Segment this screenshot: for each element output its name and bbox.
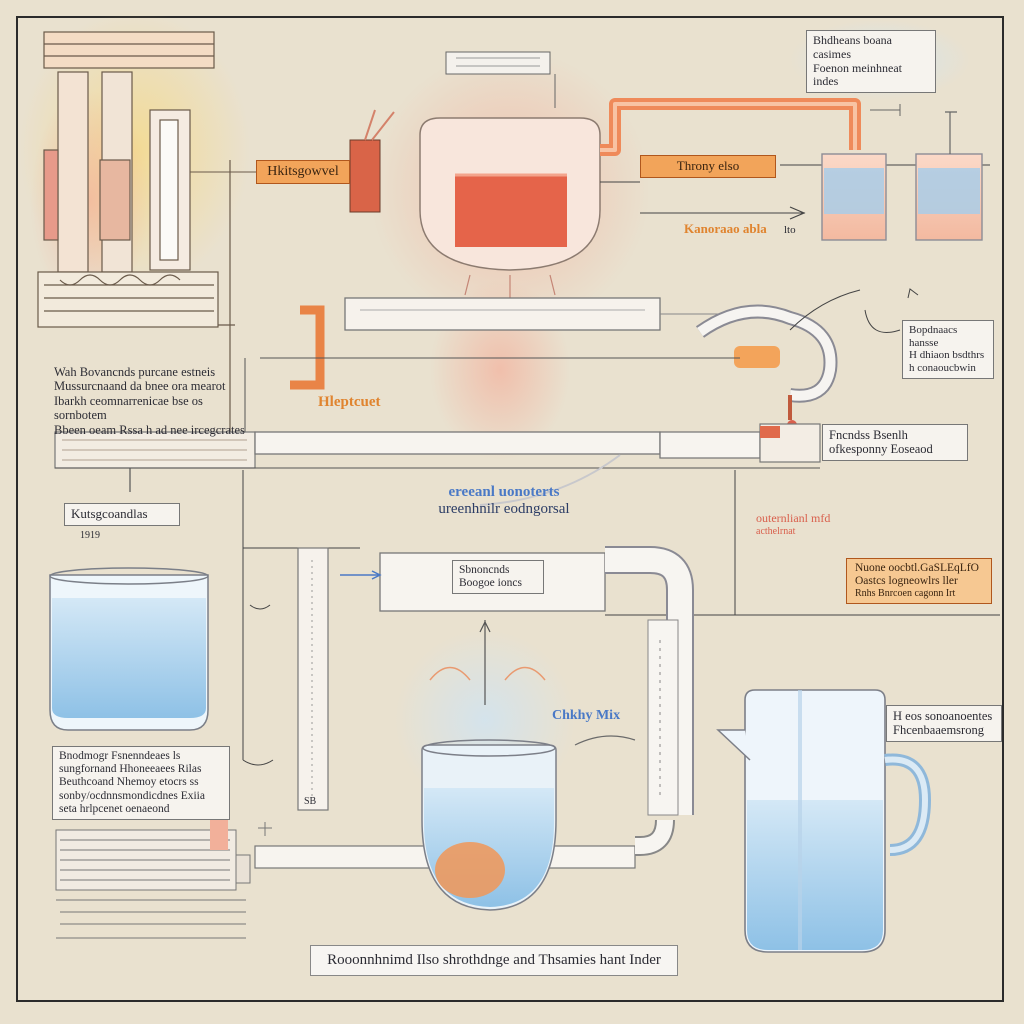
top-right-note-line: Bhdheans boana casimes <box>813 33 892 61</box>
main-transfer-pipe <box>54 423 821 506</box>
top-right-note: Bhdheans boana casimes Foenon meinhneat … <box>806 30 936 94</box>
center-blue-label: ereeanl uonoterts ureenhnilr eodngorsal <box>404 484 604 519</box>
collection-bowl <box>421 666 636 911</box>
beaker-pair <box>821 104 983 241</box>
right-mid-box: Bopdnaacs hansse H dhiaon bsdthrs h cona… <box>902 320 994 379</box>
red-note-line: outernlianl mfd <box>756 511 831 525</box>
water-jug <box>716 689 932 953</box>
right-bottom-box-line: Fhcenbaaemsrong <box>893 723 984 738</box>
tube-mark: SB <box>304 796 317 807</box>
red-note: outernlianl mfd acthelrnat <box>756 511 876 537</box>
vessel-tag: Throny elso <box>640 155 776 178</box>
control-panel-device <box>55 800 272 939</box>
heater-machine <box>37 31 235 450</box>
top-right-note-line: Foenon meinhneat indes <box>813 60 902 89</box>
right-orange-box: Nuone oocbtl.GaSLEqLfO Oastcs logneowlrs… <box>846 558 992 604</box>
orange-drain-pipe <box>290 305 325 390</box>
left-description-line: Wah Bovancnds purcane estneis <box>54 365 216 379</box>
right-bottom-box: H eos sonoanoentes Fhcenbaaemsrong <box>886 705 1002 742</box>
right-mid-box-line: h conaoucbwin <box>909 361 976 374</box>
reaction-vessel <box>349 51 601 300</box>
center-blue-label-line: ureenhnilr eodngorsal <box>438 501 570 518</box>
left-description: Wah Bovancnds purcane estneis Mussurcnaa… <box>54 365 254 437</box>
left-description-line: Mussurcnaand da bnee ora mearot <box>54 379 226 394</box>
pipe-tag-right-line: ofkesponny Eoseaod <box>829 442 933 457</box>
right-bottom-box-line: H eos sonoanoentes <box>893 709 993 723</box>
right-mid-box-line: Bopdnaacs hansse <box>909 324 958 349</box>
center-box-line: Sbnoncnds <box>459 564 510 576</box>
diagram-caption: Rooonnhnimd Ilso shrothdnge and Thsamies… <box>310 945 678 977</box>
left-bottom-note-line: sungfornand Hhoneeaees Rilas <box>59 763 202 776</box>
center-blue-label-line: ereeanl uonoterts <box>448 484 560 500</box>
left-bottom-note-line: seta hrlpcenet oenaeond <box>59 802 170 815</box>
right-mid-box-line: H dhiaon bsdthrs <box>909 349 985 362</box>
center-box-line: Boogoe ioncs <box>459 577 522 590</box>
left-water-beaker <box>49 567 209 731</box>
left-bottom-note: Bnodmogr Fsnenndeaes ls sungfornand Hhon… <box>52 746 230 821</box>
cup-label: Chkhy Mix <box>552 708 621 723</box>
left-bottom-note-line: sonby/ocdnnsmondicdnes Exiia <box>59 789 205 802</box>
right-orange-box-line: Nuone oocbtl.GaSLEqLfO <box>855 562 979 574</box>
flow-arrow <box>789 206 806 220</box>
red-note-line: acthelrnat <box>756 525 796 537</box>
condenser-tube <box>244 297 838 440</box>
left-bottom-note-line: Beuthcoand Nhemoy etocrs ss <box>59 776 199 789</box>
left-small-box: Kutsgcoandlas <box>64 503 180 526</box>
left-description-line: Bbeen oeam Rssa h ad nee ircegcrates <box>54 422 245 437</box>
right-orange-box-line: Oastcs logneowlrs ller <box>855 575 958 588</box>
flow-note: Kanoraao abla <box>684 221 767 236</box>
orange-side-label: Hleptcuet <box>318 394 381 410</box>
heater-tag: Hkitsgowvel <box>256 160 350 185</box>
center-box: Sbnoncnds Boogoe ioncs <box>452 560 544 595</box>
diagram-frame <box>16 16 1004 1002</box>
connector-lines <box>242 288 1000 766</box>
pipe-tag-right: Fncndss Bsenlh ofkesponny Eoseaod <box>822 424 968 461</box>
pipe-tag-right-line: Fncndss Bsenlh <box>829 428 908 442</box>
left-bottom-note-line: Bnodmogr Fsnenndeaes ls <box>59 750 181 762</box>
flow-note-suffix: lto <box>784 224 796 236</box>
left-description-line: Ibarkh ceomnarrenicae bse os sornbotem <box>54 393 203 423</box>
left-small-box-sub: 1919 <box>80 530 100 541</box>
right-orange-box-line: Rnhs Bnrcoen cagonn Irt <box>855 588 956 600</box>
